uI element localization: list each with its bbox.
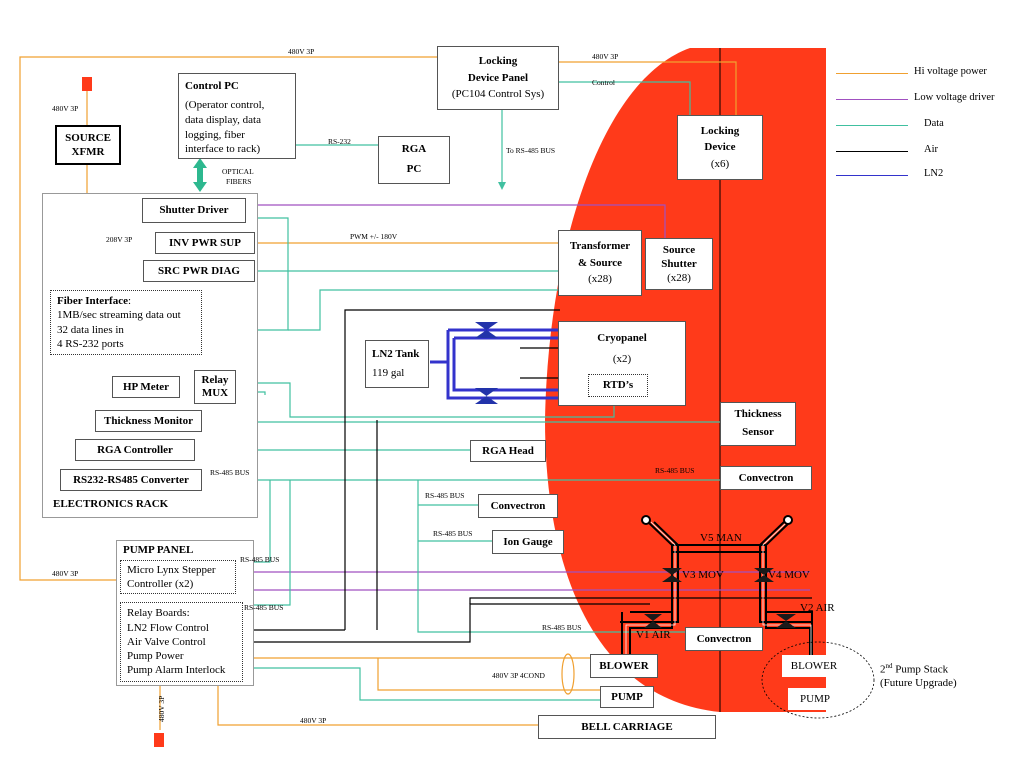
pump-piping [620, 521, 813, 660]
label-rs485-d: RS-485 BUS [433, 529, 473, 538]
relay-mux: Relay MUX [194, 370, 236, 404]
label-rs232: RS-232 [328, 137, 351, 146]
control-pc: Control PC (Operator control, data displ… [178, 73, 296, 159]
rtds: RTD’s [588, 374, 648, 397]
label-fibers: FIBERS [226, 177, 252, 186]
legend-hi-voltage: Hi voltage power [836, 66, 1016, 80]
convectron-3: Convectron [685, 627, 763, 651]
label-480v-top: 480V 3P [288, 47, 315, 56]
valve-v1 [644, 614, 662, 628]
label-rs485-a: RS-485 BUS [210, 468, 250, 477]
valve-v3 [662, 568, 682, 582]
label-optical: OPTICAL [222, 167, 254, 176]
legend-air: Air [836, 144, 1016, 158]
rs232-rs485-converter: RS232-RS485 Converter [60, 469, 202, 491]
valves [644, 568, 796, 628]
label-480v-pump-panel: 480V 3P [52, 569, 79, 578]
label-rs485-f: RS-485 BUS [244, 603, 284, 612]
thickness-monitor: Thickness Monitor [95, 410, 202, 432]
pump-panel-label: PUMP PANEL [123, 544, 194, 556]
pump-2: PUMP [788, 688, 842, 710]
low-voltage-wires [236, 204, 810, 591]
pump-piping-inner [625, 521, 812, 655]
ln2-tank: LN2 Tank 119 gal [365, 340, 429, 388]
label-v4-mov: V4 MOV [768, 569, 810, 581]
locking-device-panel: Locking Device Panel (PC104 Control Sys) [437, 46, 559, 110]
source-xfmr: SOURCE XFMR [55, 125, 121, 165]
label-480v-left: 480V 3P [52, 104, 79, 113]
hp-meter: HP Meter [112, 376, 180, 398]
blower: BLOWER [590, 654, 658, 678]
convectron-2: Convectron [478, 494, 558, 518]
label-v3-mov: V3 MOV [682, 569, 724, 581]
label-rs485-e: RS-485 BUS [240, 555, 280, 564]
rga-controller: RGA Controller [75, 439, 195, 461]
power-source-bottom [154, 733, 164, 747]
power-source-top [82, 77, 92, 91]
label-480v-right: 480V 3P [592, 52, 619, 61]
label-v1-air: V1 AIR [636, 629, 671, 641]
label-to-rs485: To RS-485 BUS [506, 146, 556, 155]
air-lines [243, 309, 812, 643]
shutter-driver: Shutter Driver [142, 198, 246, 223]
label-208v: 208V 3P [106, 235, 133, 244]
ln2-valves [475, 322, 498, 404]
label-pwm: PWM +/- 180V [350, 232, 398, 241]
fiber-interface: Fiber Interface: 1MB/sec streaming data … [50, 290, 202, 355]
label-control: Control [592, 78, 615, 87]
rga-head: RGA Head [470, 440, 546, 462]
src-pwr-diag: SRC PWR DIAG [143, 260, 255, 282]
locking-device: Locking Device (x6) [677, 115, 763, 180]
pump-stack-2-label: 2nd Pump Stack (Future Upgrade) [880, 662, 957, 689]
label-480v-4cond: 480V 3P 4COND [492, 671, 545, 680]
legend-low-voltage: Low voltage driver [836, 92, 1016, 106]
pipe-end-left [641, 515, 651, 525]
legend-data: Data [836, 118, 1016, 132]
label-480v-vertical: 480V 3P [157, 695, 166, 722]
pipe-end-right [783, 515, 793, 525]
optical-fiber-arrow [193, 158, 207, 192]
micro-lynx-controller: Micro Lynx Stepper Controller (x2) [120, 560, 236, 594]
label-v5-man: V5 MAN [700, 532, 742, 544]
label-rs485-c: RS-485 BUS [425, 491, 465, 500]
rs485-arrow [498, 182, 506, 190]
inv-pwr-sup: INV PWR SUP [155, 232, 255, 254]
relay-boards: Relay Boards: LN2 Flow Control Air Valve… [120, 602, 243, 682]
rga-pc: RGA PC [378, 136, 450, 184]
label-rs485-g: RS-485 BUS [542, 623, 582, 632]
legend-ln2: LN2 [836, 168, 1016, 182]
convectron-1: Convectron [720, 466, 812, 490]
label-rs485-b: RS-485 BUS [655, 466, 695, 475]
transformer-source: Transformer & Source (x28) [558, 230, 642, 296]
pump: PUMP [600, 686, 654, 708]
electronics-rack-label: ELECTRONICS RACK [53, 498, 169, 510]
valve-v4 [754, 568, 774, 582]
valve-v2 [776, 614, 796, 628]
ln2-lines [430, 328, 560, 400]
label-480v-bottom: 480V 3P [300, 716, 327, 725]
pump-stack-2-outline [761, 641, 875, 719]
ion-gauge: Ion Gauge [492, 530, 564, 554]
blower-2: BLOWER [782, 655, 846, 677]
source-shutter: Source Shutter (x28) [645, 238, 713, 290]
thickness-sensor: Thickness Sensor [720, 402, 796, 446]
bell-carriage: BELL CARRIAGE [538, 715, 716, 739]
label-v2-air: V2 AIR [800, 602, 835, 614]
